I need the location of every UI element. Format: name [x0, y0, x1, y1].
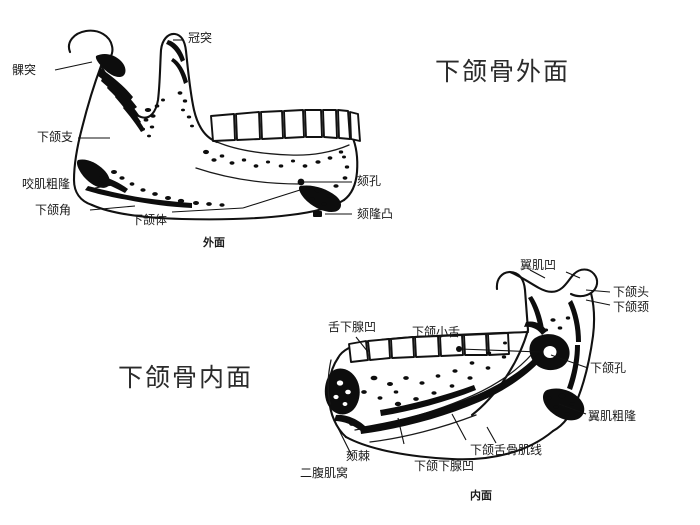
label-condylar-process: 髁突 — [12, 63, 37, 77]
caption-inner-surface: 内面 — [470, 489, 492, 502]
label-angle-of-mandible: 下颌角 — [35, 203, 72, 217]
label-mental-foramen: 颏孔 — [357, 174, 382, 188]
label-head-of-mandible: 下颌头 — [613, 285, 650, 299]
mandible-inner-drawing — [324, 268, 611, 461]
figure-title-outer-surface: 下颌骨外面 — [435, 57, 571, 86]
label-neck-of-mandible: 下颌颈 — [613, 300, 650, 314]
label-mental-protuberance: 颏隆凸 — [357, 207, 394, 221]
caption-outer-surface: 外面 — [203, 236, 225, 249]
label-mandibular-foramen: 下颌孔 — [590, 361, 627, 375]
figure-title-inner-surface: 下颌骨内面 — [118, 363, 254, 392]
label-pterygoid-fovea: 翼肌凹 — [520, 258, 557, 272]
label-mylohyoid-line: 下颌舌骨肌线 — [470, 443, 543, 457]
teeth-row-outer — [210, 109, 361, 142]
label-lingula-of-mandible: 下颌小舌 — [412, 325, 461, 339]
label-body-of-mandible: 下颌体 — [131, 213, 168, 227]
mandible-outer-drawing — [54, 29, 361, 221]
label-ramus-of-mandible: 下颌支 — [37, 130, 74, 144]
label-mental-spine: 颏棘 — [346, 449, 371, 463]
leader-lines-outer — [54, 39, 352, 215]
label-coronoid-process: 冠突 — [188, 31, 213, 45]
label-digastric-fossa: 二腹肌窝 — [300, 466, 349, 480]
label-masseteric-tuberosity: 咬肌粗隆 — [22, 177, 71, 191]
leader-lines-inner — [335, 269, 611, 457]
label-submandibular-fossa: 下颌下腺凹 — [414, 459, 475, 473]
label-pterygoid-tuberosity: 翼肌粗隆 — [588, 409, 637, 423]
label-sublingual-fossa: 舌下腺凹 — [328, 320, 377, 334]
